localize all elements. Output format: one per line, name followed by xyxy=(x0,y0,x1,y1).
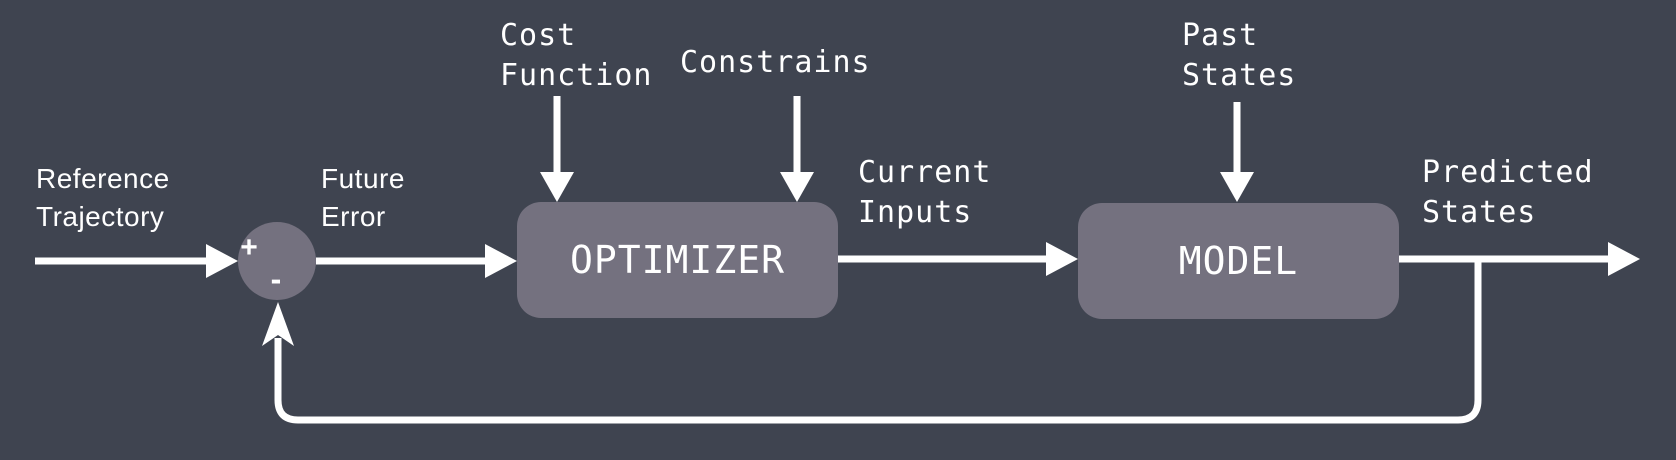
model-block: MODEL xyxy=(1078,203,1399,319)
model-block-label: MODEL xyxy=(1178,239,1299,283)
past-states-label: Past States xyxy=(1182,18,1297,93)
reference-input-arrowhead xyxy=(206,244,238,278)
feedback-loop-line xyxy=(274,259,1482,424)
future-error-arrowhead xyxy=(485,244,517,278)
cost-function-arrowhead xyxy=(540,172,574,202)
feedback-arrowhead xyxy=(262,302,294,346)
minus-sign: - xyxy=(270,261,282,297)
optimizer-block-label: OPTIMIZER xyxy=(570,238,785,282)
past-states-arrowhead xyxy=(1220,172,1254,202)
predicted-states-label: Predicted States xyxy=(1422,155,1594,230)
constrains-label: Constrains xyxy=(680,45,871,80)
constrains-arrowhead xyxy=(780,172,814,202)
future-error-label: Future Error xyxy=(321,163,405,232)
current-inputs-arrowhead xyxy=(1046,242,1078,276)
cost-function-label: Cost Function xyxy=(500,18,653,93)
optimizer-block: OPTIMIZER xyxy=(517,202,838,318)
reference-trajectory-label: Reference Trajectory xyxy=(36,163,170,232)
plus-sign: + xyxy=(240,231,258,264)
sum-junction-node xyxy=(238,222,316,300)
current-inputs-label: Current Inputs xyxy=(858,155,992,230)
predicted-states-arrowhead xyxy=(1608,242,1640,276)
